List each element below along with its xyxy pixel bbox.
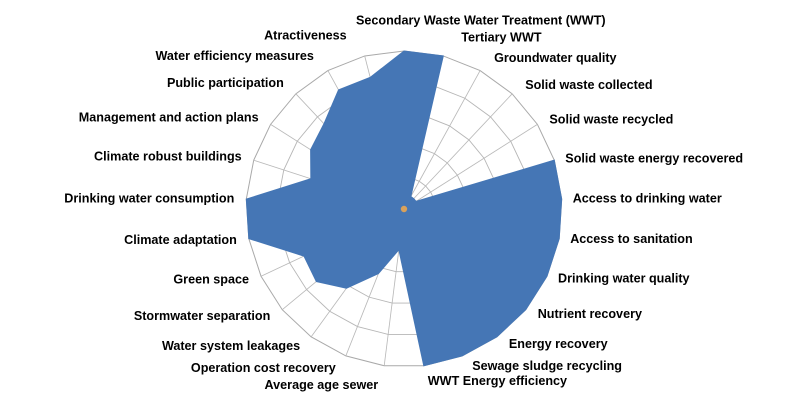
axis-spoke xyxy=(403,70,481,210)
grid-ring xyxy=(245,50,563,367)
axis-label-secondary-waste-water-treatment-wwt: Secondary Waste Water Treatment (WWT) xyxy=(356,13,606,27)
axis-label-solid-waste-energy-recovered: Solid waste energy recovered xyxy=(565,152,743,166)
axis-label-atractiveness: Atractiveness xyxy=(264,28,347,42)
axis-label-sewage-sludge-recycling: Sewage sludge recycling xyxy=(472,359,622,373)
axis-label-stormwater-separation: Stormwater separation xyxy=(134,309,270,323)
axis-label-nutrient-recovery: Nutrient recovery xyxy=(538,307,642,321)
axis-label-operation-cost-recovery: Operation cost recovery xyxy=(191,361,336,375)
grid-ring xyxy=(277,82,531,335)
axis-label-management-and-action-plans: Management and action plans xyxy=(79,111,259,125)
axis-labels: Secondary Waste Water Treatment (WWT) Ter… xyxy=(64,13,743,392)
axis-label-public-participation: Public participation xyxy=(167,76,284,90)
chart-center-dot xyxy=(400,205,408,213)
axis-label-solid-waste-collected: Solid waste collected xyxy=(525,78,652,92)
axis-label-access-to-sanitation: Access to sanitation xyxy=(570,232,692,246)
axis-label-drinking-water-quality: Drinking water quality xyxy=(558,272,690,286)
axis-label-water-efficiency-measures: Water efficiency measures xyxy=(155,49,313,63)
axis-label-average-age-sewer: Average age sewer xyxy=(265,378,379,392)
axis-label-climate-robust-buildings: Climate robust buildings xyxy=(94,150,242,164)
axis-spoke xyxy=(403,93,513,210)
axis-label-energy-recovery: Energy recovery xyxy=(509,337,608,351)
grid-rings xyxy=(245,50,563,367)
axis-label-tertiary-wwt: Tertiary WWT xyxy=(461,30,542,44)
axis-label-water-system-leakages: Water system leakages xyxy=(162,339,300,353)
axis-label-solid-waste-recycled: Solid waste recycled xyxy=(549,113,673,127)
axis-label-green-space: Green space xyxy=(173,273,249,287)
axis-label-wwt-energy-efficiency: WWT Energy efficiency xyxy=(428,374,567,388)
axis-label-access-to-drinking-water: Access to drinking water xyxy=(573,191,722,205)
center-marker xyxy=(400,205,408,213)
axis-label-climate-adaptation: Climate adaptation xyxy=(124,233,237,247)
axis-label-drinking-water-consumption: Drinking water consumption xyxy=(64,191,234,205)
axis-label-groundwater-quality: Groundwater quality xyxy=(494,51,616,65)
axis-spoke xyxy=(403,123,538,210)
